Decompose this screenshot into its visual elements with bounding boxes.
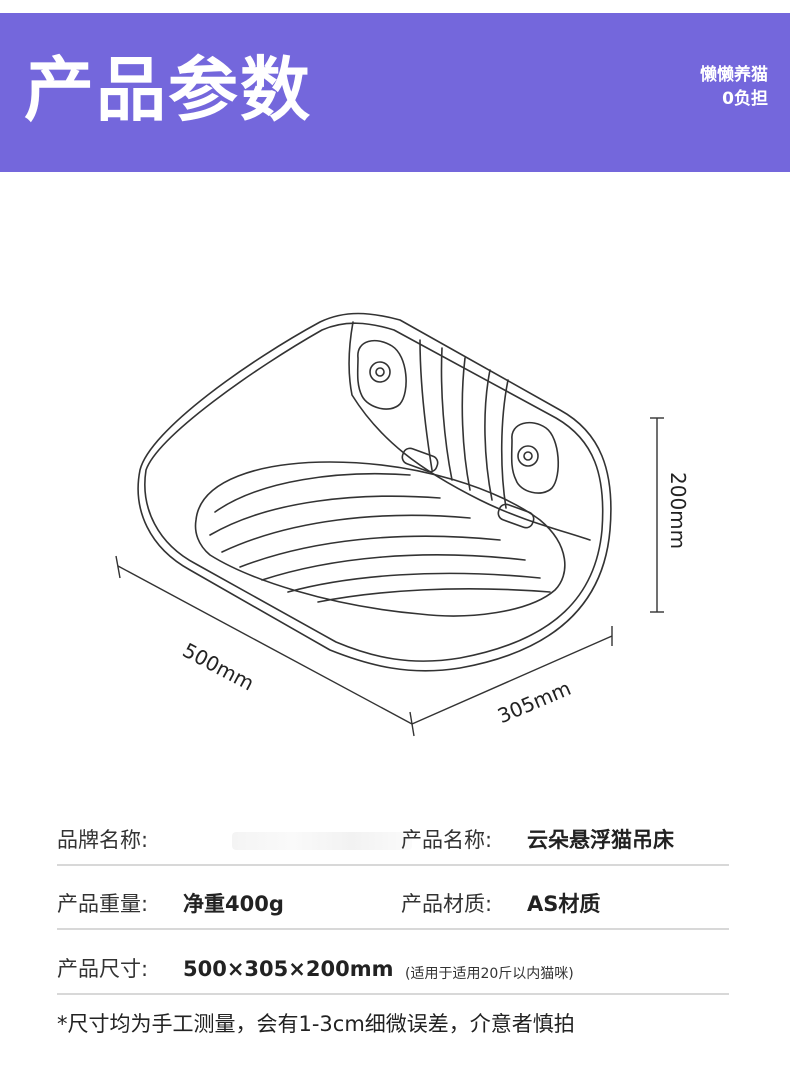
material-value: AS材质 [527, 892, 601, 916]
seat-oval [194, 461, 566, 617]
slat [461, 357, 471, 491]
dimension-line-width [411, 635, 613, 725]
cat-hammock-line-drawing [115, 312, 664, 737]
divider [57, 864, 729, 866]
slat [221, 514, 471, 553]
mount-pad-left [356, 339, 407, 410]
slogan-line-2: 0负担 [722, 89, 768, 109]
slat [484, 369, 493, 501]
back-wall [348, 321, 591, 541]
slat [209, 495, 441, 536]
page-title: 产品参数 [24, 49, 312, 131]
slat [500, 379, 509, 509]
mount-pad-right [510, 421, 560, 494]
size-value: 500×305×200mm [183, 957, 394, 981]
shell-inner-rim [144, 322, 604, 662]
weight-label: 产品重量: [57, 892, 149, 916]
shell-outer-outline [137, 312, 612, 672]
product-name-label: 产品名称: [401, 828, 493, 852]
material-label: 产品材质: [401, 892, 493, 916]
slogan: 懒懒养猫 0负担 [700, 63, 768, 111]
size-label: 产品尺寸: [57, 957, 149, 981]
brand-value-redacted [232, 832, 412, 850]
product-drawing: 500mm 305mm 200mm [0, 290, 790, 750]
dimension-height-label: 200mm [666, 472, 690, 550]
slat [317, 588, 551, 603]
dimension-line-length [117, 565, 413, 725]
divider [57, 928, 729, 930]
size-note: (适用于适用20斤以内猫咪) [405, 966, 574, 982]
spec-row-weight: 产品重量: 净重400g 产品材质: AS材质 [57, 890, 729, 930]
brand-label: 品牌名称: [57, 828, 149, 852]
slat [419, 339, 433, 471]
spec-row-brand: 品牌名称: 产品名称: 云朵悬浮猫吊床 [57, 826, 729, 866]
divider [57, 993, 729, 995]
slat [440, 347, 453, 481]
slat [214, 473, 411, 513]
weight-value: 净重400g [183, 892, 284, 916]
slogan-line-1: 懒懒养猫 [700, 65, 768, 85]
spec-row-size: 产品尺寸: 500×305×200mm (适用于适用20斤以内猫咪) [57, 955, 729, 995]
slat [239, 535, 501, 568]
slat [261, 554, 526, 581]
slat [287, 572, 541, 593]
product-name-value: 云朵悬浮猫吊床 [527, 828, 674, 852]
header-banner: 产品参数 懒懒养猫 0负担 [0, 13, 790, 172]
measurement-note: *尺寸均为手工测量，会有1-3cm细微误差，介意者慎拍 [57, 1012, 575, 1036]
